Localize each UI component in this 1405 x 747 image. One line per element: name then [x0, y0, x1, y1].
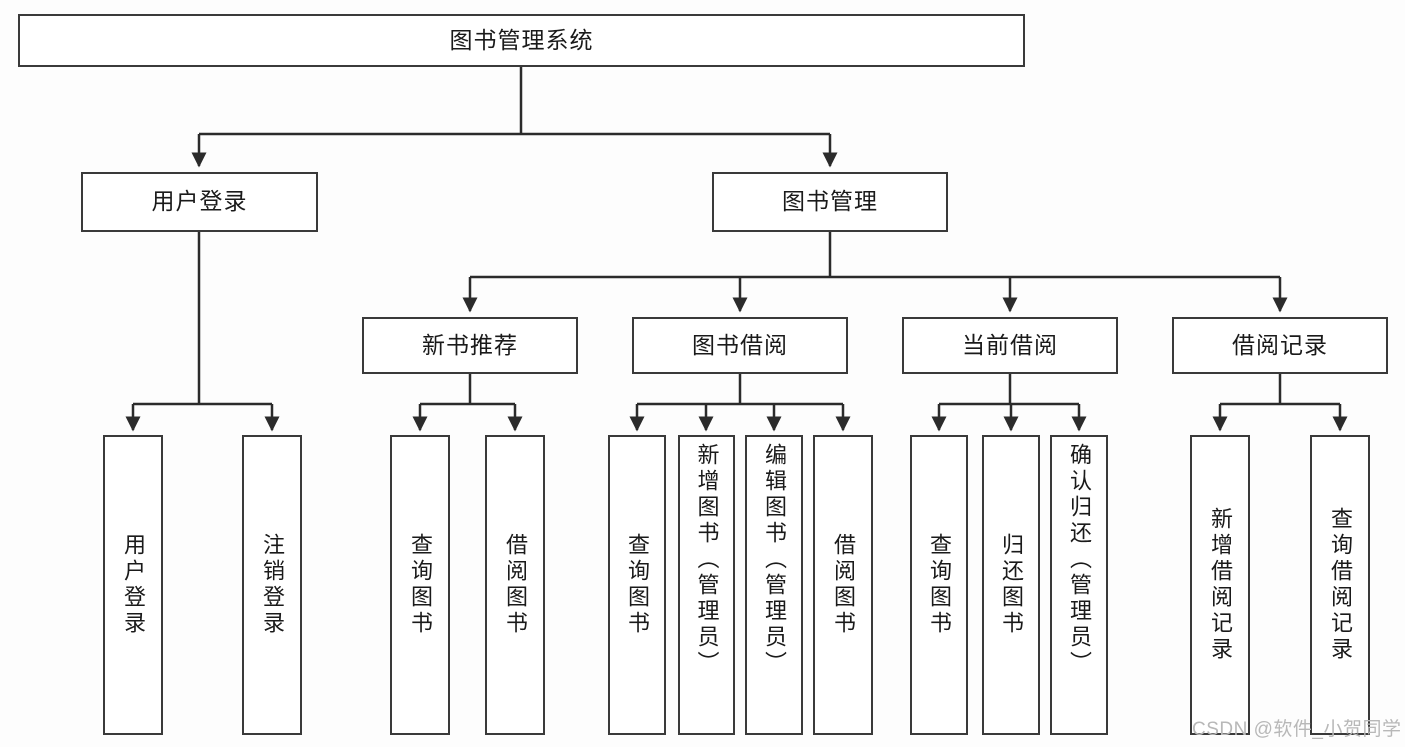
node-label: 查询图书 — [625, 533, 650, 637]
node-borrow-record[interactable]: 借阅记录 — [1172, 317, 1388, 374]
node-current-borrow[interactable]: 当前借阅 — [902, 317, 1118, 374]
node-leaf-confirm-return-admin[interactable]: 确认归还（管理员） — [1050, 435, 1108, 735]
node-leaf-user-login[interactable]: 用户登录 — [103, 435, 163, 735]
node-leaf-query-book-current[interactable]: 查询图书 — [910, 435, 968, 735]
node-label: 借阅图书 — [503, 533, 528, 637]
node-label: 借阅图书 — [831, 533, 856, 637]
node-label: 当前借阅 — [962, 331, 1058, 358]
node-root[interactable]: 图书管理系统 — [18, 14, 1025, 67]
node-label: 图书管理系统 — [449, 26, 594, 53]
node-leaf-edit-book-admin[interactable]: 编辑图书（管理员） — [745, 435, 803, 735]
node-label: 归还图书 — [999, 533, 1024, 637]
node-new-book-rec[interactable]: 新书推荐 — [362, 317, 578, 374]
node-label: 新增借阅记录 — [1208, 507, 1233, 663]
node-label: 新增图书（管理员） — [694, 443, 720, 677]
node-label: 图书管理 — [782, 188, 878, 215]
node-label: 查询图书 — [408, 533, 433, 637]
node-label: 用户登录 — [121, 533, 146, 637]
node-label: 图书借阅 — [692, 331, 788, 358]
node-label: 借阅记录 — [1232, 331, 1328, 358]
node-label: 新书推荐 — [422, 331, 518, 358]
node-label: 用户登录 — [151, 188, 248, 215]
node-leaf-add-borrow-record[interactable]: 新增借阅记录 — [1190, 435, 1250, 735]
node-book-manage[interactable]: 图书管理 — [712, 172, 948, 232]
node-leaf-logout-login[interactable]: 注销登录 — [242, 435, 302, 735]
node-leaf-return-book[interactable]: 归还图书 — [982, 435, 1040, 735]
node-book-borrow[interactable]: 图书借阅 — [632, 317, 848, 374]
csdn-watermark: CSDN @软件_小贺同学 — [1192, 719, 1402, 740]
node-leaf-query-borrow-record[interactable]: 查询借阅记录 — [1310, 435, 1370, 735]
node-label: 查询图书 — [927, 533, 952, 637]
node-label: 注销登录 — [260, 533, 285, 637]
node-leaf-query-book-borrow[interactable]: 查询图书 — [608, 435, 666, 735]
node-leaf-add-book-admin[interactable]: 新增图书（管理员） — [678, 435, 735, 735]
node-label: 查询借阅记录 — [1328, 507, 1353, 663]
node-label: 编辑图书（管理员） — [762, 443, 787, 677]
node-leaf-borrow-book[interactable]: 借阅图书 — [813, 435, 873, 735]
node-leaf-borrow-book-rec[interactable]: 借阅图书 — [485, 435, 545, 735]
node-user-login[interactable]: 用户登录 — [81, 172, 318, 232]
node-leaf-query-book-rec[interactable]: 查询图书 — [390, 435, 450, 735]
node-label: 确认归还（管理员） — [1067, 443, 1092, 677]
